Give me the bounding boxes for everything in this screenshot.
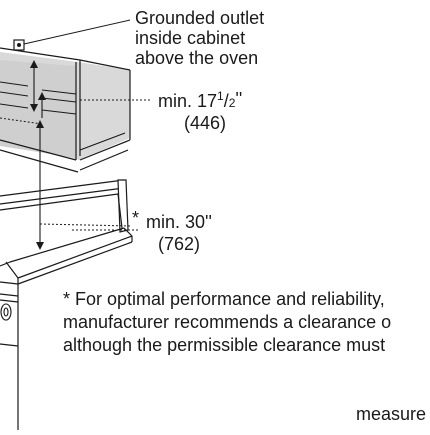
lower-dimension-arrow [36, 120, 44, 250]
footnote-line3: although the permissible clearance must [63, 335, 385, 355]
cabinet-bottom-front [0, 139, 77, 161]
oven-knob-icon [0, 303, 12, 321]
upper-cabinet [0, 47, 131, 173]
oven-cavity [0, 81, 77, 115]
upper-dimension-arrow-right [38, 92, 46, 118]
lower-clearance-star: * [132, 208, 139, 228]
cabinet-shelf-1 [79, 132, 126, 151]
upper-dimension-arrow [30, 60, 38, 112]
cabinet-top-back-edge [79, 59, 131, 71]
upper-clearance-fraction-den: 2 [229, 96, 236, 110]
outlet-leader-line [23, 19, 131, 45]
footnote-line2: manufacturer recommends a clearance o [63, 312, 391, 332]
cabinet-shelf-3 [0, 149, 79, 173]
outlet-label-line3: above the oven [135, 48, 258, 68]
outlet-icon [13, 39, 25, 51]
lower-clearance-text: min. 30'' [146, 212, 212, 232]
upper-clearance-fraction-num: 1 [217, 89, 224, 103]
outlet-label-line1: Grounded outlet [135, 8, 264, 28]
cabinet-bottom-edge [79, 139, 131, 161]
upper-clearance-metric: (446) [184, 113, 226, 133]
upper-clearance-fraction-sep: / [224, 91, 229, 111]
footnote-line1: * For optimal performance and reliabilit… [63, 289, 385, 309]
cabinet-shelf-2 [79, 149, 129, 171]
bottom-measure-text: measure [356, 404, 426, 424]
cabinet-top-edge [0, 47, 81, 61]
outlet-label-line2: inside cabinet [135, 28, 245, 48]
upper-dotted-leader-left [0, 117, 43, 125]
upper-clearance-label: min. 171/2'' [158, 89, 242, 111]
upper-clearance-prefix: min. 17 [158, 91, 217, 111]
upper-clearance-unit: '' [235, 89, 242, 109]
lower-clearance-metric: (762) [158, 234, 200, 254]
countertop [0, 179, 133, 430]
lower-dotted-leader [39, 223, 133, 227]
